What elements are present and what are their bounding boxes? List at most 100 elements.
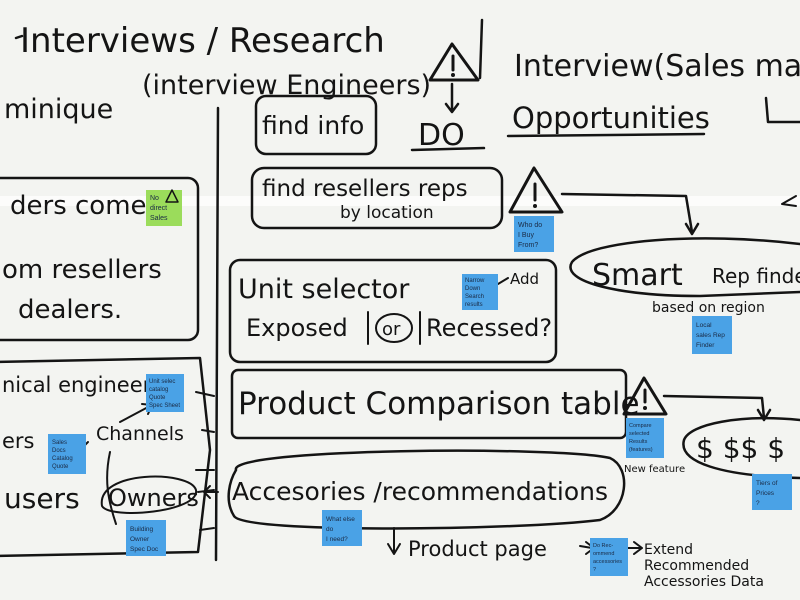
text-owners: Owners <box>108 484 199 512</box>
arrow-to-extend <box>625 541 643 555</box>
dash-left <box>14 34 24 40</box>
glare-band <box>0 196 800 206</box>
svg-text:Sales: Sales <box>150 215 168 222</box>
text-from-resellers: om resellers <box>2 255 162 285</box>
divider-vertical-main <box>214 106 220 562</box>
box-product-comparison <box>230 368 628 440</box>
sticky-note-unit-selector-catalog: Unit selec catalog Quote Spec Sheet <box>146 374 184 412</box>
arrow-add <box>497 277 509 285</box>
text-accessories: Accesories /recommendations <box>232 477 608 506</box>
text-rep-finder: Rep finde <box>712 264 800 288</box>
svg-text:catalog: catalog <box>149 387 168 393</box>
svg-text:Prices: Prices <box>756 490 775 497</box>
svg-text:?: ? <box>593 567 596 573</box>
sticky-note-what-else-do-i-need: What else do I need? <box>322 510 362 546</box>
arrow-to-smart-finder <box>560 192 700 236</box>
text-new-feature: New feature <box>624 464 685 475</box>
text-extend: Extend <box>644 542 693 558</box>
text-users: users <box>4 482 80 515</box>
text-accessories-data: Accessories Data <box>644 574 764 590</box>
sticky-note-do-recommend-accessories: Do Rec- ommend accessories ? <box>590 538 628 576</box>
svg-text:Tiers of: Tiers of <box>756 480 778 487</box>
svg-text:Unit selec: Unit selec <box>149 379 175 385</box>
svg-text:Search: Search <box>465 294 484 300</box>
text-channels: Channels <box>96 423 184 445</box>
text-by-location: by location <box>340 203 434 223</box>
box-find-resellers <box>250 166 504 230</box>
arrow-to-product-page <box>387 527 401 555</box>
warning-triangle-icon <box>622 376 668 416</box>
partial-bracket-right <box>764 96 800 124</box>
text-do: DO <box>418 118 465 153</box>
sticky-note-no-direct-sales: No direct Sales <box>146 190 182 226</box>
sticky-note-building-owner-spec-doc: Building Owner Spec Doc <box>126 520 166 556</box>
svg-text:Quote: Quote <box>52 464 69 470</box>
svg-text:ommend: ommend <box>593 551 614 557</box>
svg-text:Compare: Compare <box>629 423 652 429</box>
box-leads <box>0 176 200 342</box>
underline-opportunities <box>506 132 706 138</box>
box-smart-rep-finder <box>569 237 800 298</box>
svg-text:results: results <box>465 302 483 308</box>
svg-text:do: do <box>326 526 334 533</box>
svg-text:Narrow: Narrow <box>465 278 485 284</box>
sticky-note-compare-selected-results: Compare selected Results (features) <box>626 418 664 458</box>
box-pricing <box>682 417 800 480</box>
text-opportunities: Opportunities <box>512 101 710 135</box>
text-find-resellers: find resellers reps <box>262 176 468 202</box>
header-interviews-research: Interviews / Research <box>20 21 385 61</box>
warning-triangle-icon <box>165 189 179 203</box>
box-accessories <box>227 449 626 530</box>
arrow-right-edge <box>781 195 797 207</box>
text-exposed: Exposed <box>246 314 348 342</box>
connector-ticks <box>195 391 215 531</box>
sticky-note-local-sales-rep-finder: Local sales Rep Finder <box>692 316 732 354</box>
svg-text:Building: Building <box>130 526 154 533</box>
svg-text:Results: Results <box>629 439 648 445</box>
text-smart: Smart <box>592 258 683 293</box>
underline-do <box>410 146 486 152</box>
circle-or <box>375 313 413 343</box>
svg-text:Catalog: Catalog <box>52 456 73 462</box>
text-minique: minique <box>4 94 113 125</box>
text-leads-come: ders come <box>10 191 147 221</box>
svg-text:Down: Down <box>465 286 480 292</box>
text-dealers: dealers. <box>18 295 122 325</box>
text-unit-selector: Unit selector <box>238 274 410 305</box>
text-ers: ers <box>2 429 35 453</box>
text-technical-engineers: nical engineers <box>2 373 162 397</box>
circle-owners <box>100 475 197 514</box>
svg-text:Docs: Docs <box>52 448 66 454</box>
text-recessed: Recessed? <box>426 314 552 342</box>
warning-triangle-icon <box>428 42 480 82</box>
svg-text:Spec Doc: Spec Doc <box>130 546 159 553</box>
svg-text:Do Rec-: Do Rec- <box>593 543 613 549</box>
sticky-note-who-do-i-buy-from: Who do I Buy From? <box>514 216 554 252</box>
svg-text:Owner: Owner <box>130 536 150 543</box>
svg-text:Sales: Sales <box>52 440 67 446</box>
svg-text:sales Rep: sales Rep <box>696 332 725 339</box>
svg-text:I need?: I need? <box>326 536 348 543</box>
svg-text:selected: selected <box>629 431 650 437</box>
text-product-page: Product page <box>408 537 547 561</box>
svg-text:No: No <box>150 195 159 202</box>
separator-or <box>367 311 421 345</box>
svg-text:Spec Sheet: Spec Sheet <box>149 403 180 409</box>
svg-text:Finder: Finder <box>696 342 715 349</box>
svg-text:Local: Local <box>696 322 712 329</box>
arrow-to-owners <box>203 485 219 499</box>
text-product-comparison: Product Comparison table <box>238 386 640 422</box>
svg-text:Who do: Who do <box>518 222 542 229</box>
text-find-info: find info <box>262 111 364 140</box>
warning-triangle-icon <box>508 166 564 214</box>
svg-text:(features): (features) <box>629 447 653 453</box>
svg-text:accessories: accessories <box>593 559 622 565</box>
text-add: Add <box>510 270 539 288</box>
svg-text:direct: direct <box>150 205 167 212</box>
text-dollar-tiers: $ $$ $ <box>696 432 785 465</box>
svg-text:Quote: Quote <box>149 395 166 401</box>
text-recommended: Recommended <box>644 558 749 574</box>
text-based-on-region: based on region <box>652 300 765 316</box>
